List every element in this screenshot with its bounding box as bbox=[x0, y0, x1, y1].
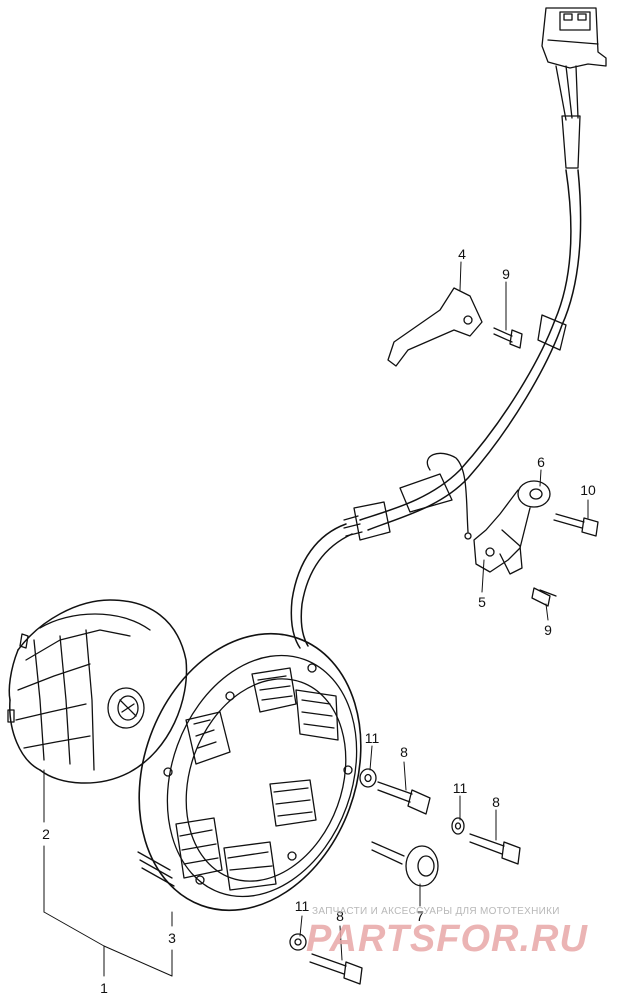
wire-clamp-bracket bbox=[387, 287, 483, 367]
bolt-8b bbox=[469, 833, 521, 865]
callout-11-lower: 11 bbox=[294, 898, 310, 914]
callout-6: 6 bbox=[537, 454, 545, 470]
pulse-generator bbox=[473, 480, 551, 575]
callout-11-right: 11 bbox=[452, 780, 468, 796]
washer-11c bbox=[289, 933, 307, 951]
washer-11a bbox=[359, 768, 377, 788]
bolt-8c bbox=[309, 953, 363, 985]
watermark-tagline: ЗАПЧАСТИ И АКСЕССУАРЫ ДЛЯ МОТОТЕХНИКИ bbox=[312, 906, 560, 917]
watermark-logo: PARTSFOR.RU bbox=[306, 918, 588, 960]
callout-2: 2 bbox=[42, 826, 50, 842]
callout-4: 4 bbox=[458, 246, 466, 262]
callout-8-upper: 8 bbox=[400, 744, 408, 760]
callout-3: 3 bbox=[168, 930, 176, 946]
callout-8-right: 8 bbox=[492, 794, 500, 810]
callout-8-lower: 8 bbox=[336, 908, 344, 924]
flywheel-rotor bbox=[7, 599, 188, 784]
wire-connector bbox=[541, 7, 607, 169]
stator bbox=[137, 632, 362, 912]
callout-9-upper: 9 bbox=[502, 266, 510, 282]
leader-lines bbox=[43, 261, 589, 977]
callout-7: 7 bbox=[416, 908, 424, 924]
callout-5: 5 bbox=[478, 594, 486, 610]
bolt-7 bbox=[371, 841, 439, 887]
callout-10: 10 bbox=[580, 482, 596, 498]
screw-lower bbox=[531, 587, 557, 607]
bolt-8a bbox=[377, 781, 431, 815]
callout-11-upper: 11 bbox=[364, 730, 380, 746]
callout-9-lower: 9 bbox=[544, 622, 552, 638]
wire-harness bbox=[290, 169, 582, 649]
callout-1: 1 bbox=[100, 980, 108, 996]
bolt-10 bbox=[553, 513, 599, 537]
screw-upper bbox=[493, 327, 523, 349]
washer-11b bbox=[451, 817, 465, 835]
